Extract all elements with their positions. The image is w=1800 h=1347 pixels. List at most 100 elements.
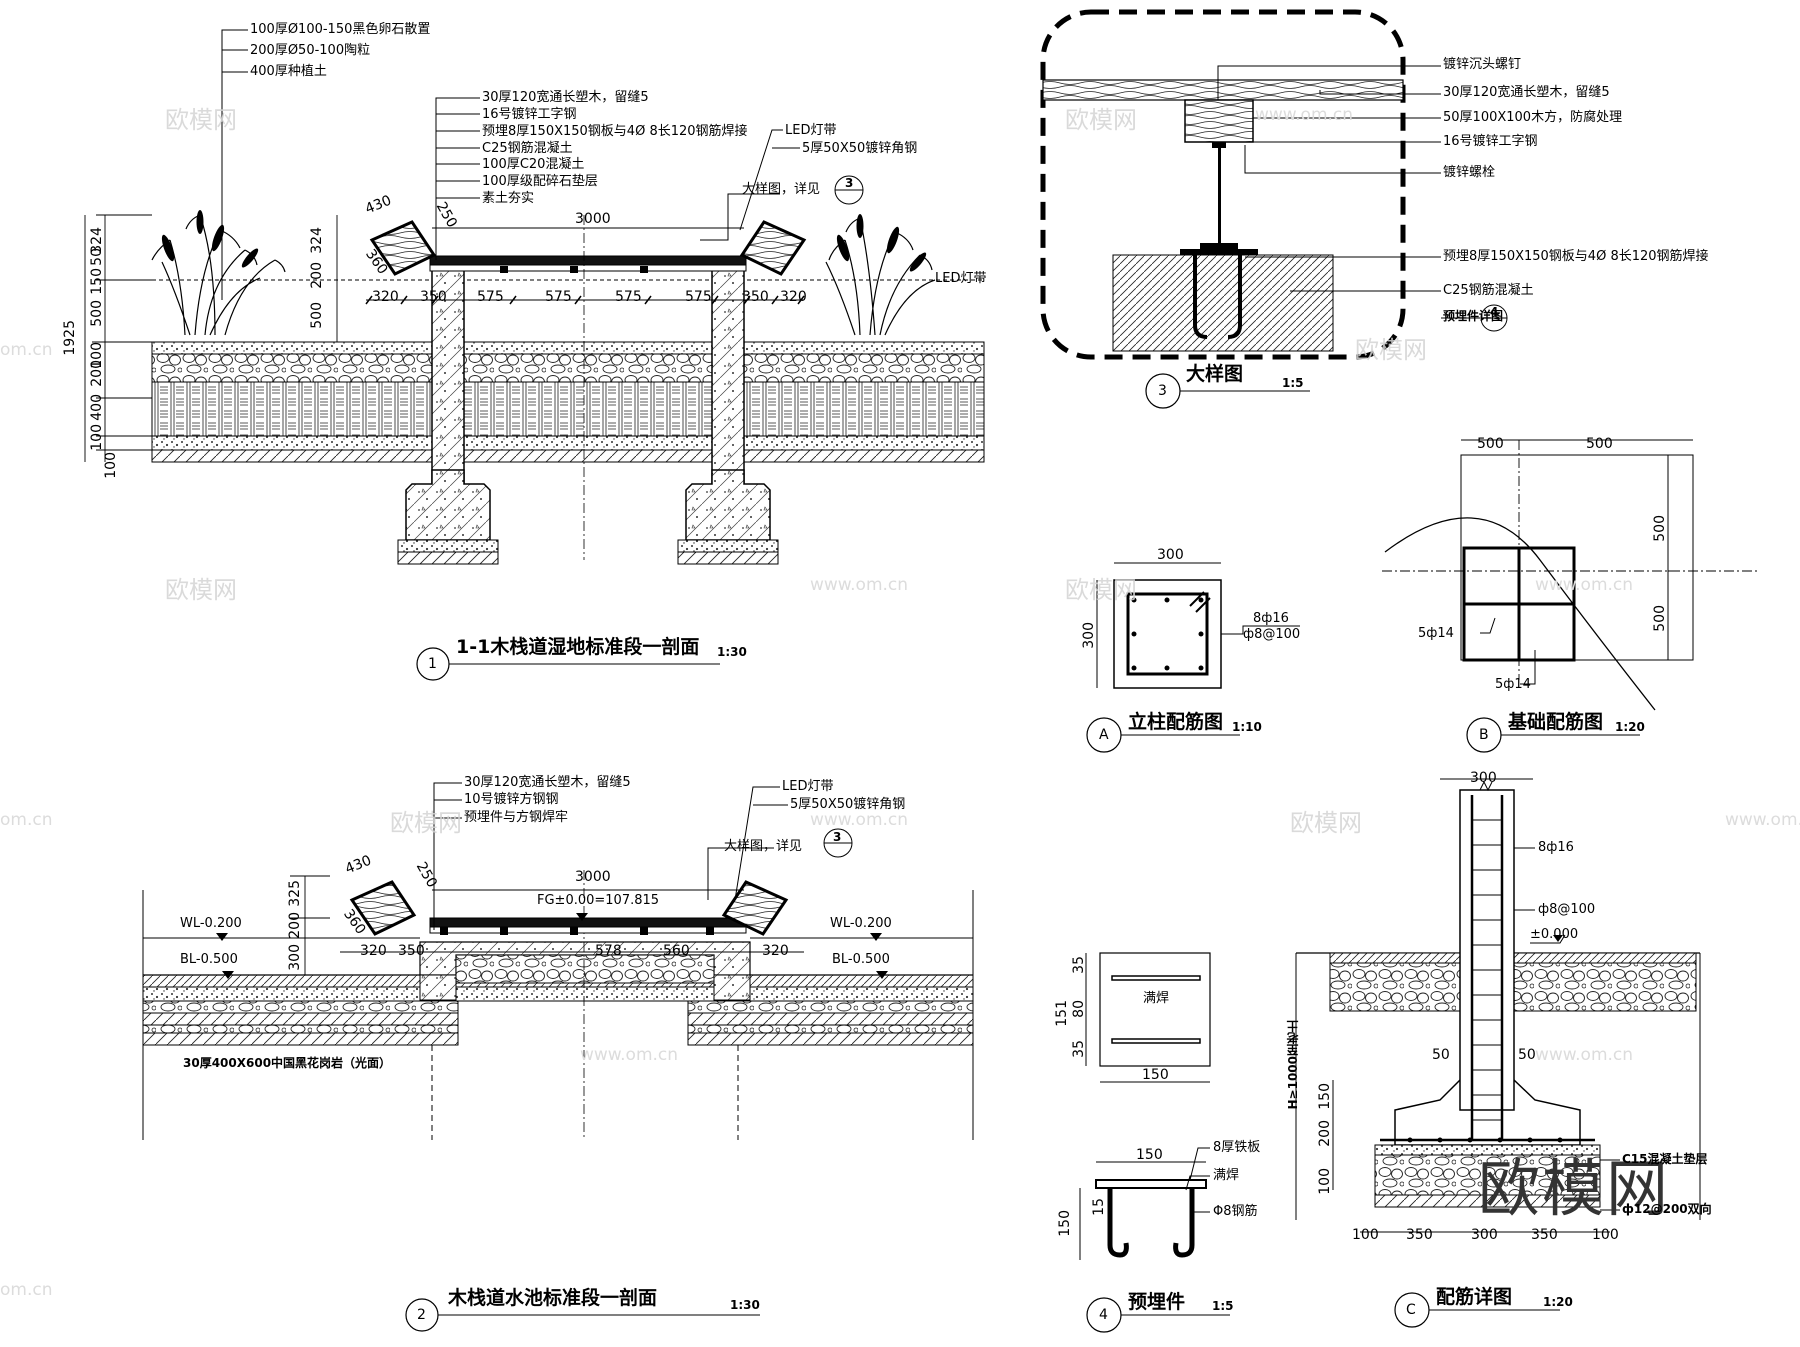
dim: 324 (89, 227, 105, 254)
dim: 350 (1406, 1227, 1433, 1243)
section-scale: 1:10 (1232, 720, 1262, 734)
note: 镀锌螺栓 (1443, 165, 1496, 180)
cushion-label: C15混凝土垫层 (1622, 1152, 1708, 1166)
watermark-logo: 欧模网 (390, 809, 462, 837)
section-letter: C (1406, 1302, 1416, 1318)
section2-drawing (142, 782, 974, 1332)
note: 100厚级配碎石垫层 (482, 174, 598, 189)
rebar-label: 8ф16 (1538, 840, 1574, 855)
dim: 300 (1470, 770, 1497, 786)
dim: 350 (1531, 1227, 1558, 1243)
sectionC-drawing (1295, 778, 1701, 1328)
dim: 100 (1592, 1227, 1619, 1243)
water-level: WL-0.200 (180, 916, 242, 931)
note: 30厚120宽通长塑木，留缝5 (1443, 85, 1610, 100)
dim: 300 (1471, 1227, 1498, 1243)
note: 16号镀锌工字钢 (482, 107, 577, 122)
water-level: WL-0.200 (830, 916, 892, 931)
section-title: 大样图 (1186, 363, 1244, 385)
dim: 50 (1432, 1047, 1450, 1063)
dim: 300 (287, 944, 303, 971)
watermark-site: om.cn (0, 340, 53, 360)
dim: 100 (103, 452, 119, 479)
detail-ref-num: 4 (1490, 305, 1499, 319)
detail-ref: 大样图，详见 (742, 182, 821, 197)
watermark-logo: 欧模网 (1290, 809, 1362, 837)
watermark-site: www.om.cn (1535, 1045, 1634, 1065)
bottom-level: BL-0.500 (180, 952, 238, 967)
section-title: 1-1木栈道湿地标准段一剖面 (456, 636, 700, 658)
dim: 200 (309, 262, 325, 289)
detail-ref-num: 3 (845, 176, 854, 190)
watermark-site: www.om.cn (580, 1045, 679, 1065)
note: 预埋件与方钢焊牢 (464, 810, 569, 825)
section-number: 3 (1158, 383, 1167, 399)
section3-drawing (1040, 9, 1508, 409)
dim: 151 (1054, 1000, 1070, 1027)
dim: 325 (287, 880, 303, 907)
watermark-logo: 欧模网 (165, 576, 237, 604)
brand-logo: 欧模网 (1478, 1152, 1671, 1225)
watermark-site: www.om.cn (810, 575, 909, 595)
section-scale: 1:5 (1282, 376, 1304, 390)
dim: 575 (685, 289, 712, 305)
note: 预埋8厚150X150钢板与4Ø 8长120钢筋焊接 (482, 124, 748, 139)
watermark-site: www.om.cn (1725, 810, 1800, 830)
watermark-site: www.om.cn (1535, 575, 1634, 595)
dim: 560 (663, 943, 690, 959)
dim: 150 (89, 268, 105, 295)
plate-label: 8厚铁板 (1213, 1140, 1261, 1155)
bottom-bar-label: ф12@200双向 (1622, 1202, 1712, 1216)
watermark-logo: 欧模网 (165, 106, 237, 134)
dim: 578 (595, 943, 622, 959)
dim: 324 (309, 227, 325, 254)
section-scale: 1:5 (1212, 1299, 1234, 1313)
dim: 320 (762, 943, 789, 959)
section-scale: 1:30 (730, 1298, 760, 1312)
watermark-site: www.om.cn (1255, 105, 1354, 125)
note: 30厚120宽通长塑木，留缝5 (482, 90, 649, 105)
dim: 500 (1652, 605, 1668, 632)
dim: 320 (780, 289, 807, 305)
note: 30厚120宽通长塑木，留缝5 (464, 775, 631, 790)
dim: 200 (1317, 1120, 1333, 1147)
note: 预埋8厚150X150钢板与4Ø 8长120钢筋焊接 (1443, 249, 1709, 264)
dim: 350 (742, 289, 769, 305)
watermark-logo: 欧模网 (1355, 336, 1427, 364)
dim: 500 (1586, 436, 1613, 452)
rebar-label: ф8@100 (1538, 902, 1596, 917)
watermark-logo: 欧模网 (1065, 106, 1137, 134)
section1-drawing (84, 29, 985, 681)
level-label: ±0.000 (1530, 927, 1579, 942)
dim: 15 (1091, 1198, 1107, 1216)
dim: 150 (1142, 1067, 1169, 1083)
note: 200厚Ø50-100陶粒 (250, 43, 371, 58)
rebar-label: 5ф14 (1495, 677, 1531, 692)
finish-grade: FG±0.00=107.815 (537, 893, 660, 908)
rebar-label: 5ф14 (1418, 626, 1454, 641)
dim: 100 (89, 424, 105, 451)
dim: 500 (309, 302, 325, 329)
dim: 350 (420, 289, 447, 305)
section-number: 1 (428, 656, 437, 672)
note: 5厚50X50镀锌角钢 (790, 797, 906, 812)
section-scale: 1:30 (717, 645, 747, 659)
note: 50厚100X100木方，防腐处理 (1443, 110, 1623, 125)
dim: 1925 (62, 320, 78, 356)
watermark-site: om.cn (0, 810, 53, 830)
note: 10号镀锌方钢钢 (464, 792, 559, 807)
section-scale: 1:20 (1543, 1295, 1573, 1309)
section-title: 木栈道水池标准段一剖面 (448, 1287, 658, 1309)
dim: 400 (89, 394, 105, 421)
dim: 500 (89, 300, 105, 327)
dim: 575 (615, 289, 642, 305)
dim: 200 (287, 912, 303, 939)
bar-label: Φ8钢筋 (1213, 1204, 1258, 1219)
note: 素土夯实 (482, 191, 535, 206)
section4-drawing (1079, 952, 1230, 1333)
weld-label: 满焊 (1213, 1168, 1240, 1183)
led-label: LED灯带 (935, 271, 987, 286)
section-title: 基础配筋图 (1508, 711, 1604, 733)
rebar-label: 8ф16 (1253, 611, 1289, 626)
